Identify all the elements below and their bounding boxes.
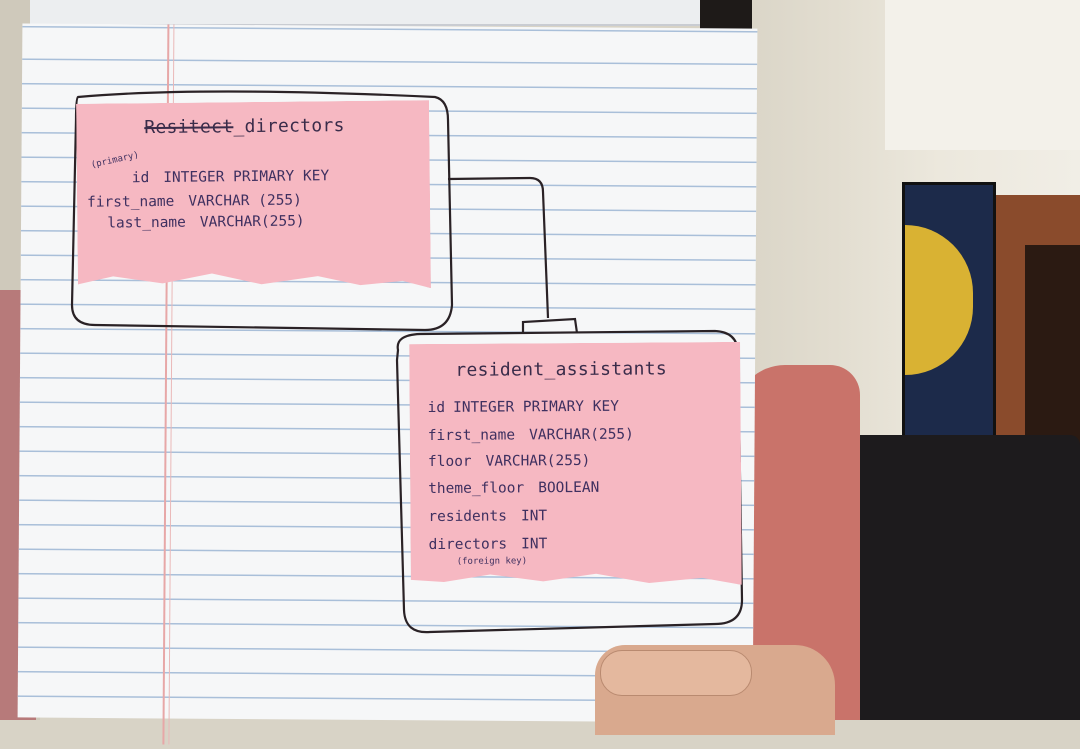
table-box-directors xyxy=(70,90,454,332)
field-name: id xyxy=(131,170,150,187)
background-ceiling xyxy=(885,0,1080,150)
diagram-drawing xyxy=(70,90,744,634)
field-name: id xyxy=(427,399,446,417)
thumb xyxy=(600,650,752,696)
table-title-resident-assistants: resident_assistants xyxy=(455,358,668,381)
field-row: directors INT xyxy=(429,536,548,553)
field-row: last_name VARCHAR(255) xyxy=(107,213,305,231)
field-row: theme_floor BOOLEAN xyxy=(428,480,599,497)
primary-key-annotation: (primary) xyxy=(90,150,140,171)
field-name: floor xyxy=(427,453,472,471)
field-type: VARCHAR(255) xyxy=(529,426,634,444)
field-name: first_name xyxy=(86,193,175,211)
field-type: INTEGER PRIMARY KEY xyxy=(163,168,330,186)
foreign-key-annotation: (foreign key) xyxy=(456,556,528,567)
field-type: VARCHAR(255) xyxy=(199,213,305,231)
field-row: id INTEGER PRIMARY KEY xyxy=(428,399,619,416)
field-row: first_name VARCHAR (255) xyxy=(87,192,302,210)
field-row: first_name VARCHAR(255) xyxy=(428,427,634,444)
table-box-resident-assistants xyxy=(395,329,744,634)
table-title-directors: Resitect_directors xyxy=(144,115,345,138)
field-name: theme_floor xyxy=(428,480,525,498)
field-type: VARCHAR(255) xyxy=(485,452,591,470)
connector-endpoint xyxy=(521,317,579,334)
relationship-connector xyxy=(447,176,550,319)
field-type: INT xyxy=(520,508,548,525)
sticky-note-directors: Resitect_directors (primary) id INTEGER P… xyxy=(76,100,431,292)
field-row: floor VARCHAR(255) xyxy=(428,453,591,470)
field-row: residents INT xyxy=(428,508,547,525)
field-name: residents xyxy=(428,508,507,526)
field-name: last_name xyxy=(107,214,186,232)
field-type: BOOLEAN xyxy=(538,479,600,497)
field-name: directors xyxy=(428,536,508,554)
table-title-text: _directors xyxy=(233,115,345,138)
field-row: id INTEGER PRIMARY KEY xyxy=(132,168,330,186)
field-type: INT xyxy=(521,536,548,553)
sticky-note-resident-assistants: resident_assistants id INTEGER PRIMARY KE… xyxy=(409,342,742,587)
table-title-crossed-out: Resitect xyxy=(144,116,234,139)
field-type: INTEGER PRIMARY KEY xyxy=(453,398,619,416)
field-type: VARCHAR (255) xyxy=(188,192,302,210)
field-name: first_name xyxy=(427,427,516,445)
